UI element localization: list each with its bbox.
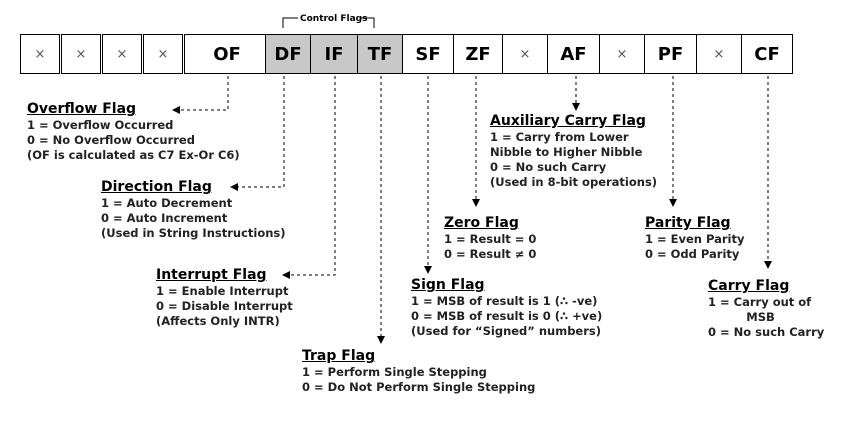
reg-bit-12: × (143, 34, 183, 74)
carry-flag-line-2: MSB (746, 310, 775, 324)
sign-flag-line-3: (Used for “Signed” numbers) (411, 324, 602, 338)
carry-flag-line-1: 1 = Carry out of (708, 295, 812, 309)
interrupt-flag-title: Interrupt Flag (156, 267, 267, 283)
reg-bit-df: DF (265, 34, 311, 74)
auxiliary-carry-flag-line-4: (Used in 8-bit operations) (490, 175, 658, 189)
trap-flag-desc: Trap Flag 1 = Perform Single Stepping 0 … (302, 347, 535, 395)
trap-flag-title: Trap Flag (302, 348, 376, 364)
interrupt-flag-line-3: (Affects Only INTR) (156, 314, 280, 328)
reg-bit-of: OF (184, 34, 270, 74)
sign-flag-line-2: 0 = MSB of result is 0 (∴ +ve) (411, 309, 603, 323)
reg-bit-pf: PF (644, 34, 697, 74)
auxiliary-carry-flag-desc: Auxiliary Carry Flag 1 = Carry from Lowe… (490, 112, 657, 190)
direction-arrow (230, 76, 285, 191)
zero-flag-line-2: 0 = Result ≠ 0 (444, 247, 537, 261)
overflow-flag-title: Overflow Flag (27, 101, 137, 117)
reg-bit-tf: TF (357, 34, 403, 74)
sign-flag-line-1: 1 = MSB of result is 1 (∴ -ve) (411, 294, 598, 308)
control-flags-label: Control Flags (300, 14, 368, 24)
carry-flag-title: Carry Flag (708, 278, 790, 294)
reg-bit-if: IF (310, 34, 358, 74)
interrupt-flag-line-2: 0 = Disable Interrupt (156, 299, 293, 313)
direction-flag-line-3: (Used in String Instructions) (101, 226, 286, 240)
parity-flag-line-1: 1 = Even Parity (645, 232, 745, 246)
overflow-flag-line-1: 1 = Overflow Occurred (27, 118, 174, 132)
reg-bit-sf: SF (402, 34, 454, 74)
parity-flag-desc: Parity Flag 1 = Even Parity 0 = Odd Pari… (645, 214, 744, 262)
reg-bit-zf: ZF (453, 34, 503, 74)
auxiliary-carry-flag-line-3: 0 = No such Carry (490, 160, 607, 174)
auxiliary-carry-flag-title: Auxiliary Carry Flag (490, 113, 646, 129)
direction-flag-title: Direction Flag (101, 179, 212, 195)
direction-flag-line-1: 1 = Auto Decrement (101, 196, 233, 210)
parity-flag-line-2: 0 = Odd Parity (645, 247, 740, 261)
reg-bit-13: × (102, 34, 142, 74)
auxiliary-carry-flag-line-1: 1 = Carry from Lower (490, 130, 629, 144)
carry-flag-line-3: 0 = No such Carry (708, 325, 825, 339)
overflow-flag-line-2: 0 = No Overflow Occurred (27, 133, 195, 147)
reg-bit-cf: CF (741, 34, 793, 74)
reg-bit-af: AF (547, 34, 600, 74)
zero-flag-line-1: 1 = Result = 0 (444, 232, 537, 246)
overflow-flag-desc: Overflow Flag 1 = Overflow Occurred 0 = … (27, 100, 240, 163)
reg-bit-14: × (61, 34, 101, 74)
auxiliary-carry-flag-line-2: Nibble to Higher Nibble (490, 145, 643, 159)
interrupt-arrow (282, 76, 336, 279)
parity-flag-title: Parity Flag (645, 215, 731, 231)
trap-flag-line-2: 0 = Do Not Perform Single Stepping (302, 380, 536, 394)
reg-bit-5: × (502, 34, 548, 74)
trap-flag-line-1: 1 = Perform Single Stepping (302, 365, 487, 379)
zero-flag-desc: Zero Flag 1 = Result = 0 0 = Result ≠ 0 (444, 214, 536, 262)
control-flags-bracket (282, 17, 375, 28)
carry-flag-desc: Carry Flag 1 = Carry out of MSB 0 = No s… (708, 277, 824, 340)
zero-flag-title: Zero Flag (444, 215, 519, 231)
direction-flag-desc: Direction Flag 1 = Auto Decrement 0 = Au… (101, 178, 286, 241)
reg-bit-3: × (599, 34, 645, 74)
sign-flag-title: Sign Flag (411, 277, 485, 293)
interrupt-flag-desc: Interrupt Flag 1 = Enable Interrupt 0 = … (156, 266, 293, 329)
interrupt-flag-line-1: 1 = Enable Interrupt (156, 284, 289, 298)
direction-flag-line-2: 0 = Auto Increment (101, 211, 228, 225)
sign-flag-desc: Sign Flag 1 = MSB of result is 1 (∴ -ve)… (411, 276, 602, 339)
overflow-flag-line-3: (OF is calculated as C7 Ex-Or C6) (27, 148, 240, 162)
reg-bit-15: × (20, 34, 60, 74)
reg-bit-1: × (696, 34, 742, 74)
